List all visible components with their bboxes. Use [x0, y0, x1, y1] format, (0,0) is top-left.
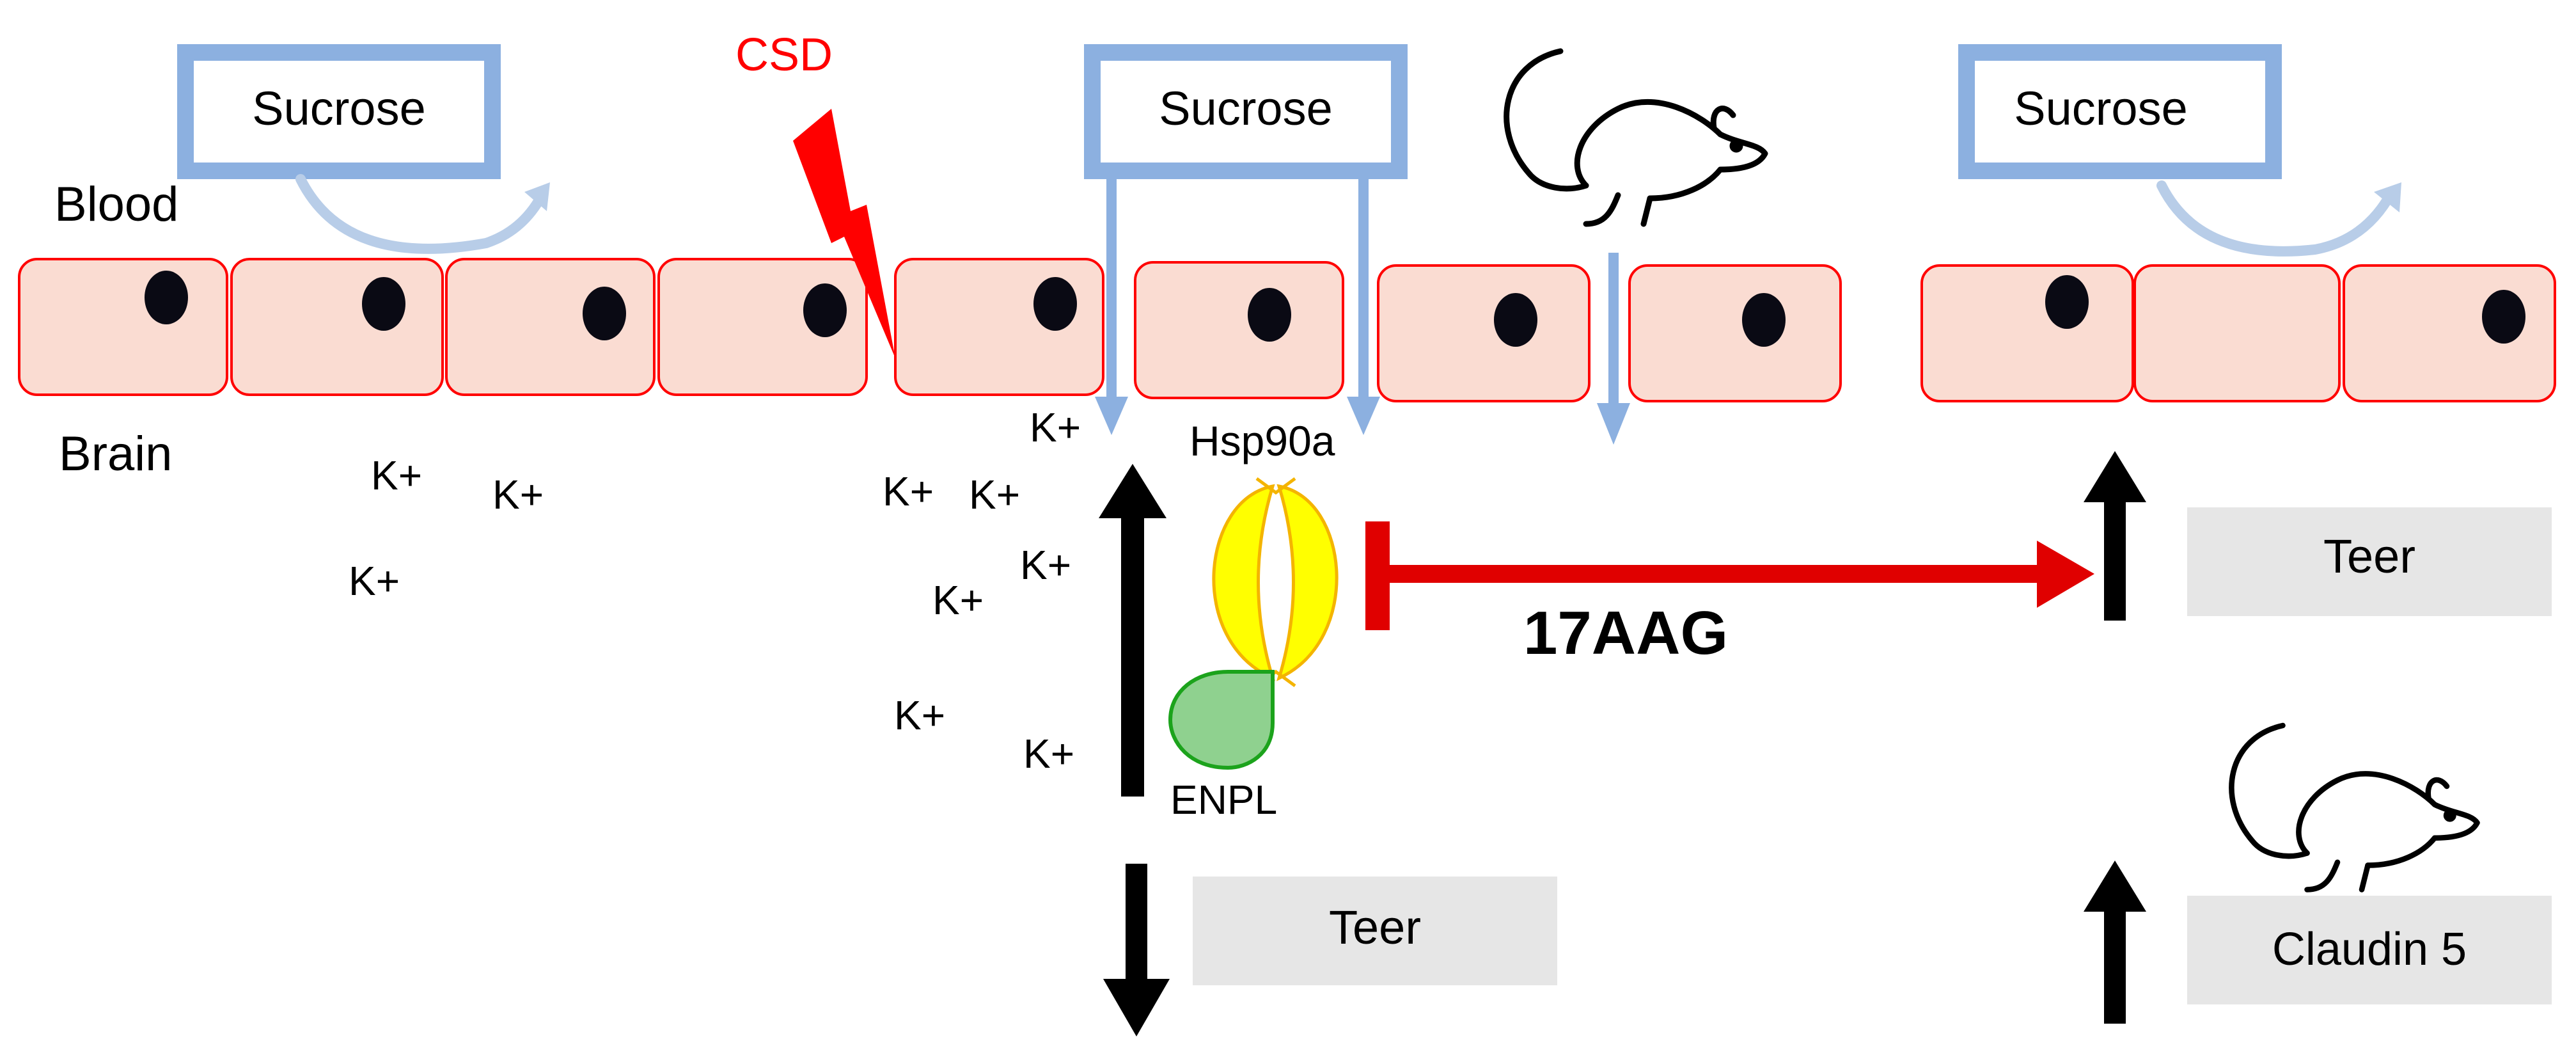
rat-icon: [2229, 722, 2480, 892]
claudin5-box: [2187, 896, 2552, 1004]
endothelial-cell: [18, 258, 228, 396]
potassium-ions: K+ K+ K+ K+ K+ K+ K+ K+ K+ K+: [349, 404, 1081, 777]
blood-label: Blood: [54, 177, 178, 232]
teer-box-center: [1193, 877, 1557, 985]
drug-17aag-label: 17AAG: [1523, 599, 1728, 667]
teer-increase-label: Teer: [2323, 530, 2415, 583]
lightning-bolt-icon: [793, 109, 895, 358]
sucrose-box-left: Sucrose: [177, 44, 550, 254]
cell-nucleus: [583, 287, 626, 340]
cell-nucleus: [2045, 275, 2089, 329]
up-arrow-icon: [2084, 861, 2146, 1024]
down-arrow-icon: [1095, 397, 1128, 435]
down-arrow-icon: [1347, 397, 1380, 435]
arrowhead-icon: [2374, 182, 2401, 212]
cell-nucleus: [362, 277, 405, 331]
brain-label: Brain: [59, 427, 172, 481]
cell-nucleus: [1248, 288, 1291, 342]
sucrose-label: Sucrose: [1159, 82, 1332, 135]
inhibition-arrow: [1365, 521, 2094, 630]
arrowhead-icon: [524, 182, 550, 211]
curved-arrow-icon: [295, 174, 549, 254]
k-ion: K+: [1020, 542, 1071, 588]
sucrose-label: Sucrose: [2014, 82, 2187, 135]
endothelial-cell: [1920, 264, 2134, 402]
cell-nucleus: [1033, 277, 1077, 331]
k-ion: K+: [969, 472, 1020, 518]
endothelial-cell: [1134, 261, 1344, 399]
k-ion: K+: [932, 577, 984, 623]
endothelial-cell: [894, 258, 1104, 396]
enpl-label: ENPL: [1170, 777, 1277, 823]
teer-box-right: [2187, 507, 2552, 616]
up-arrow-icon: [1099, 464, 1166, 797]
endothelial-cell: [1628, 264, 1842, 402]
endothelial-cell: [230, 258, 444, 396]
cell-nucleus: [145, 271, 188, 324]
sucrose-label: Sucrose: [252, 82, 425, 135]
red-arrowhead-icon: [2037, 541, 2094, 608]
teer-decrease-label: Teer: [1329, 901, 1421, 954]
cell-nucleus: [803, 283, 847, 337]
endothelial-cell: [1377, 264, 1590, 402]
k-ion: K+: [1030, 404, 1081, 450]
k-ion: K+: [894, 692, 945, 738]
csd-label: CSD: [735, 29, 833, 81]
k-ion: K+: [492, 472, 544, 518]
k-ion: K+: [371, 452, 422, 498]
claudin5-label: Claudin 5: [2272, 924, 2467, 975]
cell-nucleus: [1742, 293, 1786, 347]
hsp90a-label: Hsp90a: [1190, 417, 1335, 464]
enpl-protein-icon: [1168, 670, 1275, 770]
k-ion: K+: [883, 468, 934, 514]
endothelial-cell-layer: [18, 258, 2556, 402]
hsp90-dimer-icon: [1212, 477, 1339, 688]
endothelial-cell: [2343, 264, 2556, 402]
curved-arrow-icon: [2156, 180, 2397, 257]
cell-nucleus: [2482, 290, 2525, 344]
k-ion: K+: [349, 558, 400, 604]
k-ion: K+: [1023, 731, 1074, 777]
rat-icon: [1504, 48, 1768, 227]
down-arrow-icon: [1103, 864, 1170, 1036]
endothelial-cell: [2133, 264, 2341, 402]
sucrose-box-center: Sucrose: [1084, 44, 1408, 435]
sucrose-box-right: Sucrose: [1958, 44, 2401, 257]
cell-nucleus: [1494, 293, 1537, 347]
up-arrow-icon: [2084, 451, 2146, 621]
down-arrow-icon: [1597, 403, 1630, 445]
